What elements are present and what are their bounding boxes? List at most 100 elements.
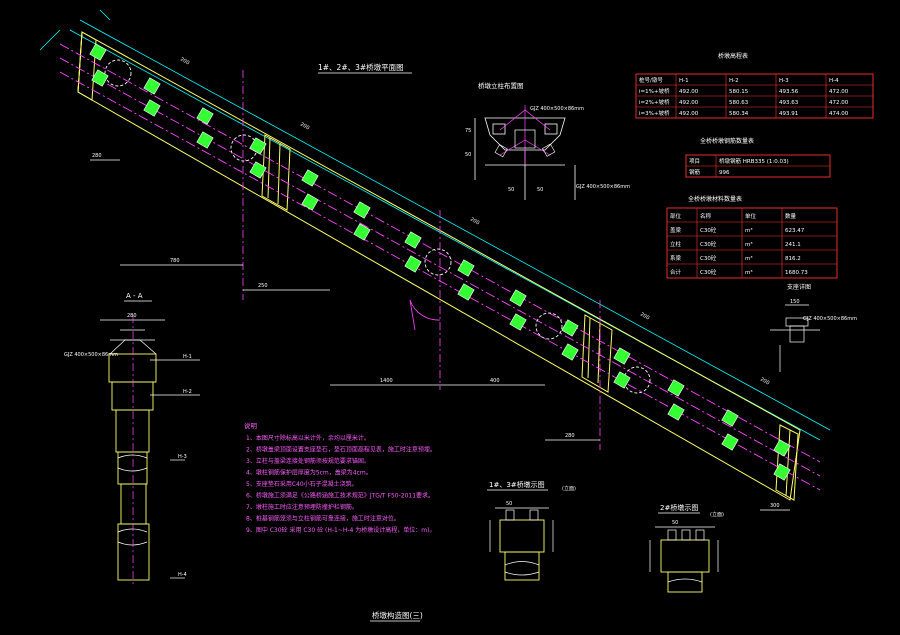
cap-dim-3: 50 <box>508 187 514 193</box>
table-cell: 492.00 <box>679 89 699 95</box>
table-cell: m³ <box>745 227 753 234</box>
plan-dim-text-d: 1400 <box>380 378 393 384</box>
table-cell: 盖梁 <box>670 226 682 234</box>
table-cell: 系梁 <box>670 254 682 262</box>
table-cell: 580.15 <box>729 89 749 95</box>
pier13-title: 1#、3#桥墩示图 <box>489 480 545 489</box>
table-cell: 816.2 <box>785 256 801 262</box>
bearing-pad <box>249 137 267 155</box>
table-cell: 493.91 <box>779 111 798 117</box>
table-cell: 241.1 <box>785 242 801 248</box>
aa-plate-label: GJZ 400×500×86mm <box>64 352 118 358</box>
bearing-pad <box>773 463 791 481</box>
table-cell: m³ <box>745 241 753 248</box>
table-cell: 合计 <box>670 268 682 276</box>
bearing-pads <box>89 43 791 481</box>
plan-center-lines <box>59 43 821 491</box>
bearing-pad <box>404 231 422 249</box>
note-line: 6、桥墩施工须满足《公路桥涵施工技术规范》JTG/T F50-2011要求。 <box>246 492 434 500</box>
aa-elev-1: H-1 <box>183 354 192 360</box>
section-aa: A - A 280 H-1 H-2 H-3 H- <box>64 292 200 585</box>
note-line: 2、桥墩盖梁顶面设置支座垫石，垫石顶面高程见表，施工时注意预埋。 <box>246 446 436 454</box>
bearing-pad <box>301 169 319 187</box>
pier2-dim: 50 <box>672 520 678 526</box>
table-header-cell: 部位 <box>670 212 682 220</box>
bearing-pad <box>613 347 631 365</box>
bearing-pad <box>353 223 371 241</box>
pier2-side: (立面) <box>710 511 724 518</box>
cap-dim-2: 50 <box>465 152 471 158</box>
bearing-pad <box>143 99 161 117</box>
bearing-pad <box>249 161 267 179</box>
aa-elev-4: H-4 <box>178 572 187 578</box>
bearing-pad <box>457 259 475 277</box>
bearing-pad <box>773 439 791 457</box>
note-line: 7、墩柱施工时应注意预埋防撞护栏钢筋。 <box>246 503 358 511</box>
table-cell: i=3%+坡桥 <box>639 109 670 117</box>
bearing-pad <box>509 289 527 307</box>
pier13-side: (立面) <box>562 485 576 492</box>
drawing-name: 桥墩构造图(三) <box>372 610 423 620</box>
table-header-cell: H-1 <box>679 78 689 84</box>
table-cell: C30砼 <box>700 268 717 276</box>
section-aa-title: A - A <box>126 292 143 300</box>
note-line: 4、墩柱钢筋保护层厚度为5cm，盖梁为4cm。 <box>246 469 372 477</box>
plan-angle-marks <box>409 299 441 331</box>
table-cell: m³ <box>745 269 753 276</box>
table-cell: C30砼 <box>700 226 717 234</box>
table-header-cell: H-3 <box>779 78 789 84</box>
table-cell: 钢筋 <box>689 168 701 176</box>
bearing-pad <box>196 131 214 149</box>
support-detail-title: 支座详图 <box>787 283 811 291</box>
table-header-cell: H-2 <box>729 78 739 84</box>
table-header-cell: 桩号/墩号 <box>639 76 663 84</box>
plan-dim-5: 200 <box>759 377 770 387</box>
table-cell: 623.47 <box>785 228 805 234</box>
bearing-pad <box>353 201 371 219</box>
bearing-pad <box>143 77 161 95</box>
table-cell: 493.63 <box>779 100 799 106</box>
plan-dim-text-f: 280 <box>565 433 575 439</box>
plan-dim-4: 200 <box>639 312 650 322</box>
table-frame <box>666 207 838 279</box>
plan-title: 1#、2#、3#桥墩平面图 <box>318 62 404 72</box>
pier13-dim: 50 <box>506 501 512 507</box>
table-cell: 492.00 <box>679 100 699 106</box>
table-cell: 桥墩钢筋 HRB335 (1:0.03) <box>719 157 789 165</box>
table-cell: 580.63 <box>729 100 749 106</box>
bearing-pad <box>301 193 319 211</box>
table-cell: 493.56 <box>779 89 799 95</box>
bearing-pad <box>561 319 579 337</box>
table-cell: 492.00 <box>679 111 699 117</box>
table-cell: 1680.73 <box>785 270 808 276</box>
notes-title: 说明 <box>244 421 258 430</box>
cap-dim-1: 75 <box>465 128 471 134</box>
note-line: 5、支座垫石采用C40小石子混凝土浇筑。 <box>246 480 358 488</box>
table-cell: 项目 <box>689 158 700 165</box>
notes-list: 1、本图尺寸除标高以米计外，余均以厘米计。 2、桥墩盖梁顶面设置支座垫石，垫石顶面… <box>246 434 436 534</box>
note-line: 1、本图尺寸除标高以米计外，余均以厘米计。 <box>246 434 370 442</box>
support-plate: GJZ 400×500×86mm <box>803 316 857 322</box>
bearing-pad <box>613 371 631 389</box>
table-cell: C30砼 <box>700 254 717 262</box>
qty-table-title: 全桥桥墩材料数量表 <box>688 195 742 203</box>
bearing-pad <box>721 409 739 427</box>
plan-dim-text-c: 250 <box>258 283 268 289</box>
rebar-table-title: 全桥桥墩钢筋数量表 <box>700 137 754 145</box>
bearing-pad <box>509 313 527 331</box>
cap-section-title: 桥墩立柱布置图 <box>478 81 524 90</box>
cap-dim-4: 50 <box>537 187 543 193</box>
cap-section-detail: 桥墩立柱布置图 75 50 50 50 GJZ 400×500×86mm GJZ… <box>465 81 630 200</box>
table-cell: i=1%+坡桥 <box>639 87 670 95</box>
bearing-pad <box>667 379 685 397</box>
plan-deck-outline <box>77 31 801 501</box>
table-cell: i=2%+坡桥 <box>639 98 670 106</box>
plan-dim-text-a: 780 <box>170 258 180 264</box>
